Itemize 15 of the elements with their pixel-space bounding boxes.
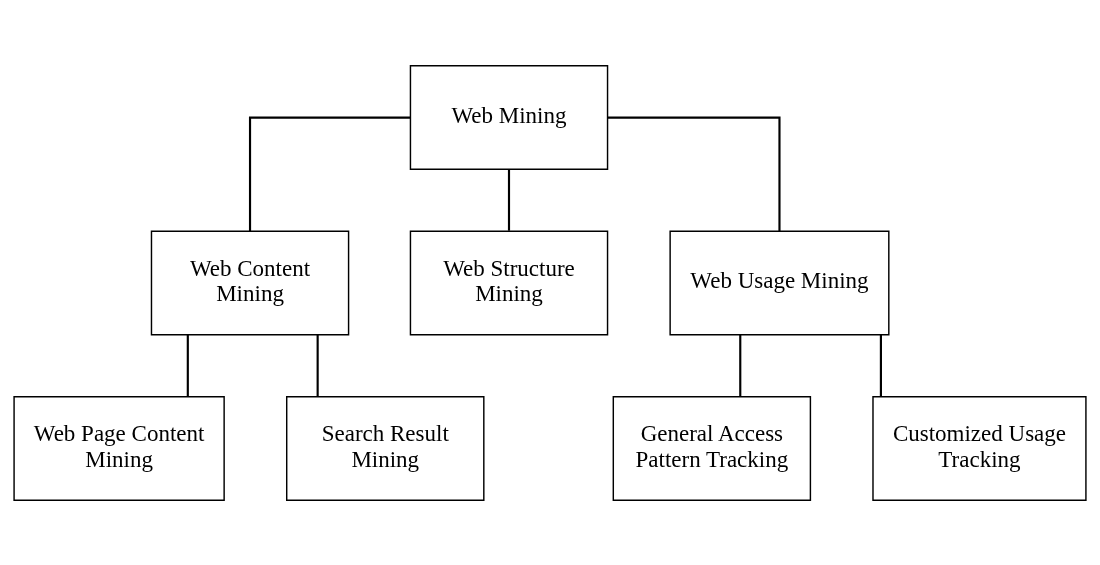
node-box: Web Usage Mining <box>669 230 890 335</box>
connector <box>607 115 781 231</box>
node-box: Web Structure Mining <box>409 230 609 335</box>
connector <box>507 168 511 231</box>
connector <box>186 334 189 396</box>
node-box: Web Page Content Mining <box>13 395 225 501</box>
connector <box>879 334 882 396</box>
node-box: General Access Pattern Tracking <box>612 395 812 501</box>
node-box: Web Content Mining <box>150 230 350 335</box>
node-box: Web Mining <box>409 64 609 170</box>
connector <box>248 115 411 231</box>
node-box: Search Result Mining <box>286 395 485 501</box>
connector <box>739 334 742 396</box>
connector <box>316 334 319 396</box>
node-box: Customized Usage Tracking <box>872 395 1087 501</box>
